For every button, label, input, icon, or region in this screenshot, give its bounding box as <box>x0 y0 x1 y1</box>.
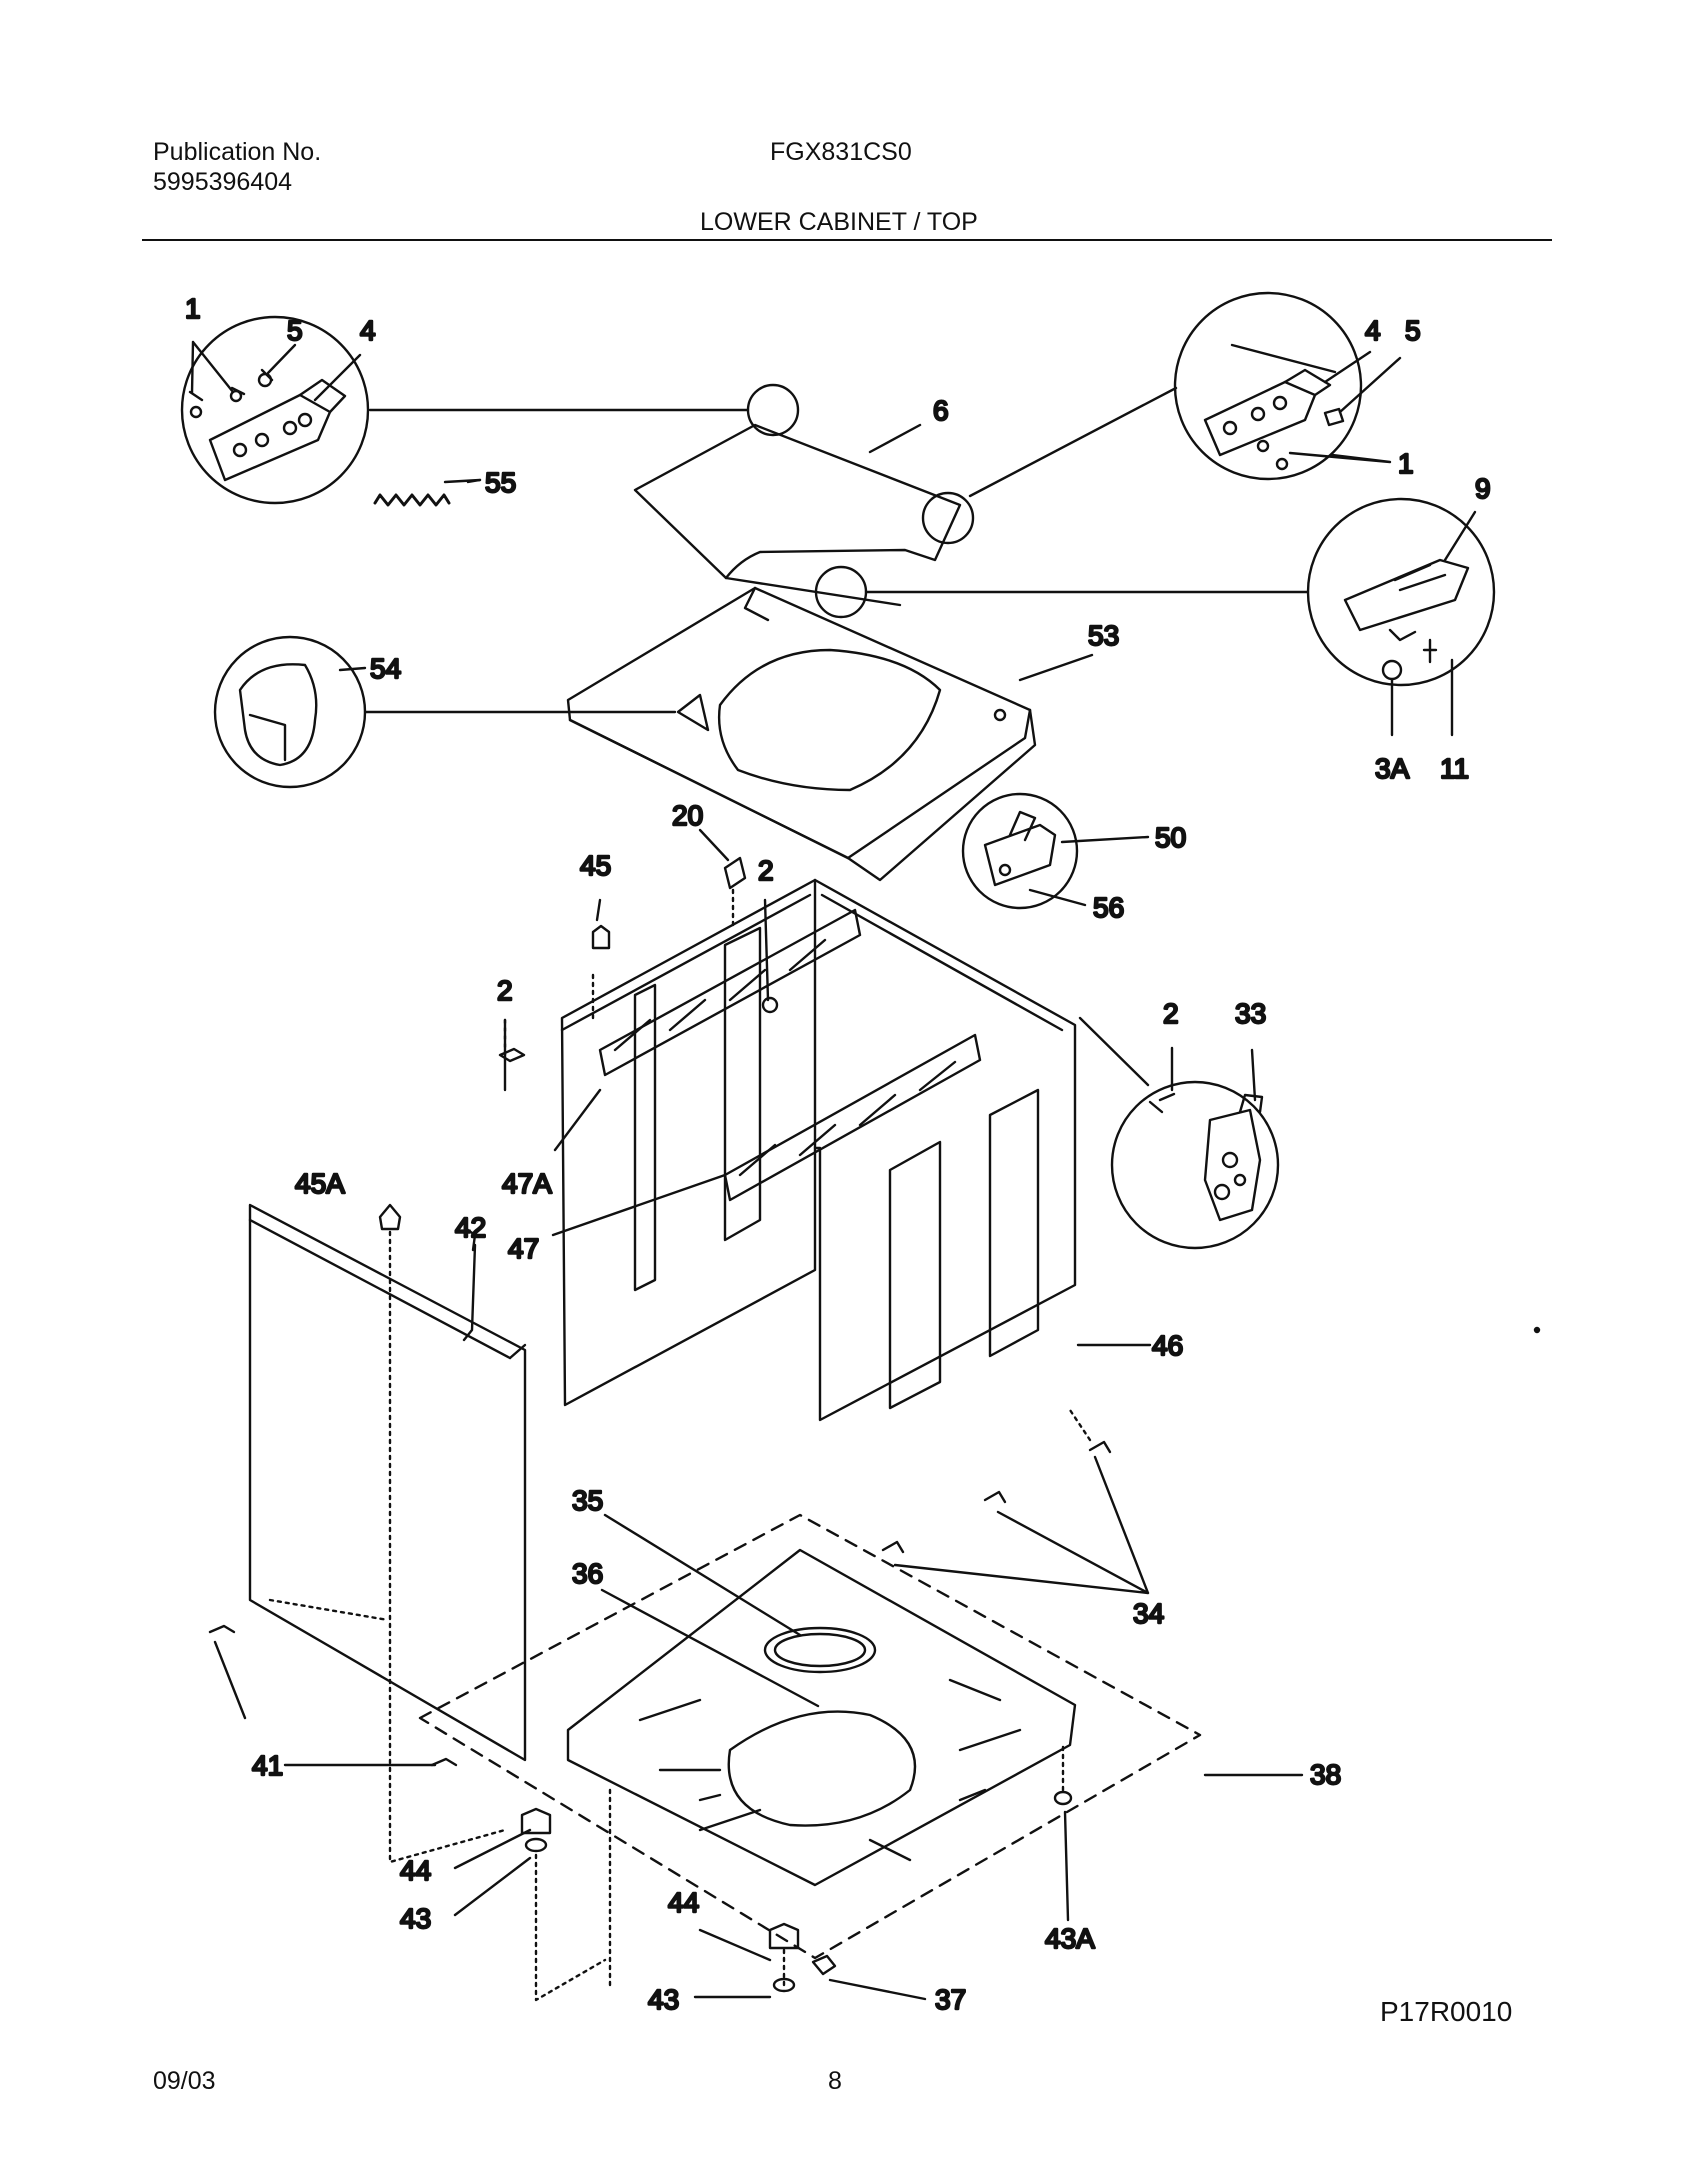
lid-hinge-marker <box>746 383 800 437</box>
hinge-detail-right <box>1173 291 1363 481</box>
hinge-detail-bracket <box>1306 497 1496 687</box>
base-outline-dashed <box>418 1513 1202 1960</box>
callout-1: 1 <box>1398 448 1414 479</box>
callout-53: 53 <box>1088 620 1119 651</box>
callout-45: 45 <box>580 850 611 881</box>
callout-43: 43 <box>648 1984 679 2015</box>
callout-55: 55 <box>485 467 516 498</box>
callout-9: 9 <box>1475 473 1491 504</box>
callout-35: 35 <box>572 1485 603 1516</box>
callout-3a: 3A <box>1375 753 1410 784</box>
callout-2: 2 <box>1163 998 1179 1029</box>
page-number: 8 <box>828 2067 842 2095</box>
callout-6: 6 <box>933 395 949 426</box>
assembly-guides <box>268 973 1092 2002</box>
callout-44: 44 <box>668 1887 699 1918</box>
callout-2: 2 <box>758 855 774 886</box>
valve-detail-33 <box>1110 1080 1280 1250</box>
top-53 <box>566 586 1037 882</box>
publication-label: Publication No. <box>153 138 322 166</box>
base-38 <box>566 1548 1077 1887</box>
callout-43a: 43A <box>1045 1923 1095 1954</box>
hinge-bracket-20 <box>723 856 747 890</box>
callout-20: 20 <box>672 800 703 831</box>
header-divider <box>142 239 1552 241</box>
callout-1: 1 <box>185 293 201 324</box>
callout-4: 4 <box>360 315 376 346</box>
callout-2: 2 <box>497 975 513 1006</box>
publication-date: 09/03 <box>153 2067 216 2095</box>
hinge-detail-left <box>180 315 370 505</box>
callout-43: 43 <box>400 1903 431 1934</box>
switch-detail-50 <box>961 792 1079 910</box>
lower-cabinet <box>560 878 1077 1422</box>
speck <box>1533 1326 1541 1334</box>
callout-56: 56 <box>1093 892 1124 923</box>
spring-55 <box>373 478 482 507</box>
side-panel-42 <box>248 1203 527 1762</box>
leader-line <box>1078 1016 1150 1087</box>
callout-42: 42 <box>455 1212 486 1243</box>
callout-50: 50 <box>1155 822 1186 853</box>
callout-37: 37 <box>935 1984 966 2015</box>
hardware <box>208 924 1176 1993</box>
callout-11: 11 <box>1440 753 1469 784</box>
callout-54: 54 <box>370 653 401 684</box>
bumper-detail-54 <box>213 635 367 789</box>
callout-labels: 1 5 4 55 6 4 5 1 9 53 54 3A 11 20 50 56 … <box>184 292 1492 2016</box>
callout-leaders <box>190 340 1477 2001</box>
callout-45a: 45A <box>295 1168 345 1199</box>
callout-33: 33 <box>1235 998 1266 1029</box>
model-number: FGX831CS0 <box>770 138 912 166</box>
callout-36: 36 <box>572 1558 603 1589</box>
leader-line <box>968 386 1178 498</box>
callout-47a: 47A <box>502 1168 552 1199</box>
publication-number: 5995396404 <box>153 168 293 196</box>
callout-5: 5 <box>1405 315 1421 346</box>
callout-34: 34 <box>1133 1598 1164 1629</box>
figure-code: P17R0010 <box>1380 1996 1513 2027</box>
callout-44: 44 <box>400 1855 431 1886</box>
callout-4: 4 <box>1365 315 1381 346</box>
callout-46: 46 <box>1152 1330 1183 1361</box>
callout-41: 41 <box>252 1750 283 1781</box>
lid-hinge-marker <box>921 491 975 545</box>
section-title: LOWER CABINET / TOP <box>700 208 978 236</box>
callout-5: 5 <box>287 315 303 346</box>
callout-38: 38 <box>1310 1759 1341 1790</box>
callout-47: 47 <box>508 1233 539 1264</box>
lid-6 <box>633 423 962 607</box>
